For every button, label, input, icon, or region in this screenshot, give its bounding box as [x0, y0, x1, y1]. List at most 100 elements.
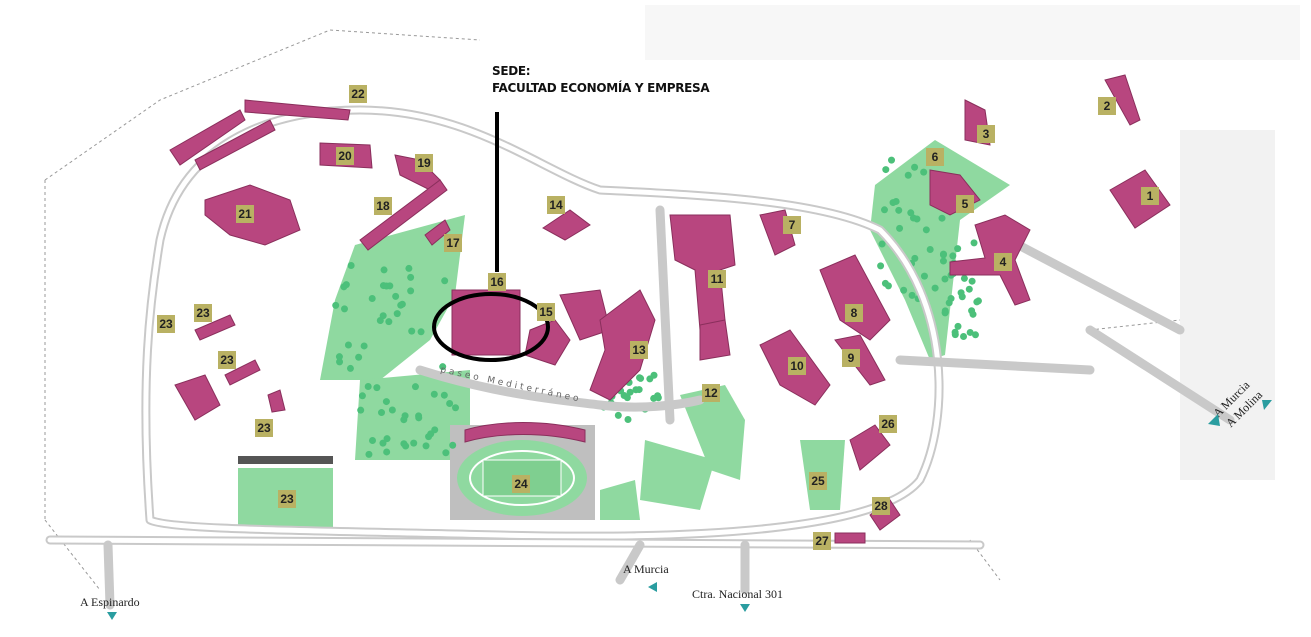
tree	[941, 275, 949, 283]
tree	[392, 292, 400, 300]
svg-text:11: 11	[711, 272, 724, 286]
svg-text:23: 23	[159, 317, 173, 331]
tree	[398, 300, 406, 308]
tree	[882, 166, 890, 174]
tree	[364, 382, 372, 390]
tree	[430, 390, 438, 398]
building-label-23: 23	[218, 351, 236, 369]
building-label-23: 23	[157, 315, 175, 333]
building-label-9: 9	[842, 349, 860, 367]
building-label-15: 15	[537, 303, 555, 321]
tree	[355, 353, 363, 361]
building-label-28: 28	[872, 497, 890, 515]
tree	[407, 287, 415, 295]
svg-text:13: 13	[632, 343, 646, 357]
tree	[411, 383, 419, 391]
tree	[960, 332, 968, 340]
building-label-24: 24	[512, 475, 530, 493]
svg-text:17: 17	[446, 236, 460, 250]
tree	[908, 291, 916, 299]
svg-text:3: 3	[983, 127, 990, 141]
tree	[951, 328, 959, 336]
tree	[877, 262, 885, 270]
tree	[346, 364, 354, 372]
building-label-22: 22	[349, 85, 367, 103]
tree	[637, 374, 645, 382]
building-label-19: 19	[415, 154, 433, 172]
building-label-11: 11	[708, 270, 726, 288]
tree	[970, 239, 978, 247]
tree	[427, 430, 435, 438]
tree	[402, 442, 410, 450]
tree	[907, 209, 915, 217]
tree	[947, 295, 955, 303]
annotation: SEDE: FACULTAD ECONOMÍA Y EMPRESA	[492, 63, 710, 97]
svg-text:26: 26	[881, 417, 895, 431]
building-label-5: 5	[956, 195, 974, 213]
svg-text:8: 8	[851, 306, 858, 320]
arrow-molina	[1262, 400, 1272, 410]
svg-text:2: 2	[1104, 99, 1111, 113]
arrow-espinardo	[107, 612, 117, 620]
svg-text:10: 10	[790, 359, 804, 373]
tree	[957, 289, 965, 297]
tree	[336, 358, 344, 366]
tree	[880, 206, 888, 214]
tree	[974, 297, 982, 305]
svg-text:12: 12	[704, 386, 718, 400]
svg-text:23: 23	[220, 353, 234, 367]
building-label-10: 10	[788, 357, 806, 375]
svg-text:6: 6	[932, 150, 939, 164]
tree	[939, 257, 947, 265]
arrow-nacional	[740, 604, 750, 612]
tree	[966, 328, 974, 336]
tree	[878, 240, 886, 248]
svg-text:23: 23	[196, 306, 210, 320]
tree	[340, 305, 348, 313]
tree	[623, 394, 631, 402]
svg-text:21: 21	[238, 207, 252, 221]
tree	[332, 301, 340, 309]
tree	[417, 328, 425, 336]
tree	[888, 156, 896, 164]
tree	[379, 439, 387, 447]
svg-text:20: 20	[338, 149, 352, 163]
tree	[650, 394, 658, 402]
tree	[954, 322, 962, 330]
building-labels: 1234567891011121314151617181920212223232…	[157, 85, 1159, 550]
svg-text:23: 23	[280, 492, 294, 506]
north-zone	[645, 5, 1300, 60]
tree	[449, 441, 457, 449]
tree	[357, 406, 365, 414]
tree	[632, 386, 640, 394]
tree	[376, 317, 384, 325]
tree	[650, 371, 658, 379]
building-label-13: 13	[630, 341, 648, 359]
building-label-2: 2	[1098, 97, 1116, 115]
tree	[347, 262, 355, 270]
building-label-23: 23	[194, 304, 212, 322]
tree	[896, 224, 904, 232]
label-espinardo: A Espinardo	[80, 595, 140, 609]
tree	[373, 384, 381, 392]
svg-text:23: 23	[257, 421, 271, 435]
tree	[904, 171, 912, 179]
tree	[889, 199, 897, 207]
tree	[968, 277, 976, 285]
building-label-20: 20	[336, 147, 354, 165]
svg-text:14: 14	[549, 198, 563, 212]
building-label-23: 23	[278, 490, 296, 508]
svg-text:24: 24	[514, 477, 528, 491]
tree	[383, 448, 391, 456]
building-label-18: 18	[374, 197, 392, 215]
building-label-6: 6	[926, 148, 944, 166]
annotation-line1: SEDE:	[492, 64, 531, 78]
svg-text:27: 27	[815, 534, 829, 548]
highlight-ellipse	[432, 292, 550, 362]
tree	[614, 411, 622, 419]
arrow-murcia-south	[648, 582, 657, 592]
building-label-14: 14	[547, 196, 565, 214]
tree	[415, 414, 423, 422]
tree	[342, 281, 350, 289]
